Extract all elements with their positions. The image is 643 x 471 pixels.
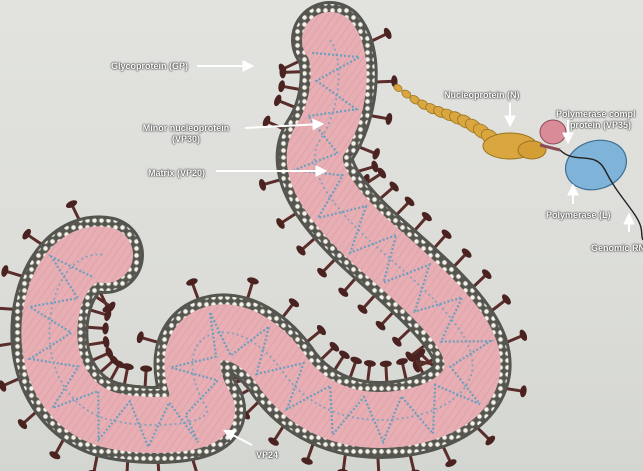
polymerase-protein — [559, 133, 633, 198]
glycoprotein-spike-head — [140, 365, 152, 372]
glycoprotein-spike-head — [48, 450, 62, 461]
glycoprotein-spike-head — [275, 217, 287, 231]
glycoprotein-spike-head — [267, 436, 281, 448]
glycoprotein-spike-head — [385, 112, 393, 125]
glycoprotein-spike-head — [519, 385, 527, 398]
label-genomic-rna: Genomic RN — [591, 243, 643, 254]
label-glycoprotein: Glycoprotein (GP) — [111, 61, 188, 72]
label-vp24: VP24 — [256, 450, 278, 461]
glycoprotein-spike-head — [364, 359, 377, 367]
glycoprotein-spike — [0, 344, 12, 347]
glycoprotein-spike-head — [21, 227, 33, 241]
glycoprotein-spike-head — [395, 357, 408, 366]
label-polymerase: Polymerase (L) — [546, 210, 611, 221]
glycoprotein-spike — [343, 454, 345, 471]
glycoprotein-spike-head — [380, 360, 392, 367]
glycoprotein-spike — [193, 460, 198, 471]
glycoprotein-spike-head — [382, 27, 393, 41]
glycoprotein-spike — [158, 463, 159, 471]
glycoprotein-spike-head — [277, 80, 285, 93]
label-minor-nucleoprotein: Minor nucleoprotein (VP30) — [131, 123, 241, 145]
glycoprotein-spike-head — [0, 379, 8, 393]
label-nucleoprotein: Nucleoprotein (N) — [444, 90, 520, 101]
glycoprotein-spike — [0, 308, 13, 309]
glycoprotein-spike-head — [338, 349, 352, 361]
nucleoprotein-blob — [518, 141, 546, 159]
glycoprotein-spike-head — [102, 336, 110, 349]
label-vp30-line2: (VP30) — [131, 134, 241, 145]
glycoprotein-spike — [127, 461, 128, 471]
label-vp35-line1: Polymerase compl — [556, 109, 643, 120]
glycoprotein-spike-head — [102, 322, 109, 334]
label-polymerase-complex: Polymerase compl protein (VP35) — [556, 109, 643, 131]
label-vp35-line2: protein (VP35) — [556, 120, 643, 131]
glycoprotein-spike — [94, 456, 97, 471]
glycoprotein-spike — [378, 458, 379, 471]
glycoprotein-spike-head — [65, 199, 79, 210]
glycoprotein-spike — [410, 455, 414, 471]
label-vp30-line1: Minor nucleoprotein — [131, 123, 241, 134]
label-matrix: Matrix (VP20) — [148, 168, 205, 179]
glycoprotein-spike-head — [444, 458, 458, 469]
